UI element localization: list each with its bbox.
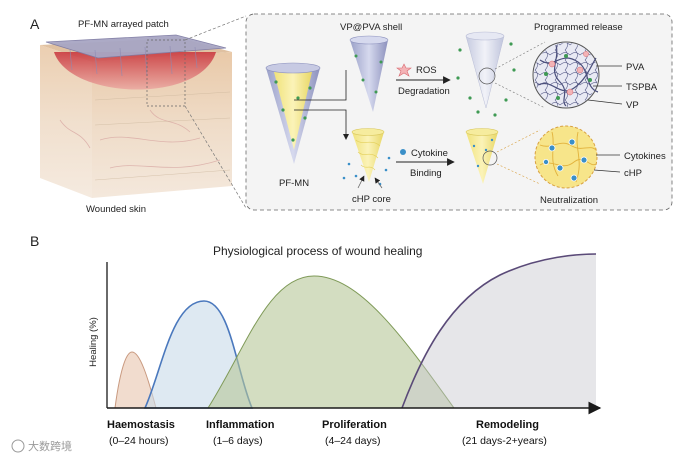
cytokine-icon bbox=[400, 149, 406, 155]
zoom-line-lower-a bbox=[496, 129, 541, 153]
panel-b-letter: B bbox=[30, 233, 39, 249]
detail-box bbox=[245, 13, 673, 211]
cytokine-label: Cytokine bbox=[411, 148, 448, 159]
cytokines-label: Cytokines bbox=[624, 151, 666, 162]
healing-axis-label: Healing (%) bbox=[88, 317, 99, 367]
zoom-guide-top bbox=[184, 15, 247, 41]
neutralization-label: Neutralization bbox=[540, 195, 598, 206]
programmed-release-label: Programmed release bbox=[534, 22, 623, 33]
shell-cone bbox=[349, 35, 389, 112]
panel-a-letter: A bbox=[30, 16, 40, 32]
stage-name-inflammation: Inflammation bbox=[206, 419, 275, 431]
released-cone bbox=[456, 31, 516, 117]
stage-name-haemostasis: Haemostasis bbox=[107, 419, 175, 431]
stage-time-proliferation: (4–24 days) bbox=[325, 435, 380, 447]
watermark-text: 大数跨境 bbox=[28, 439, 72, 453]
pfmn-cone bbox=[265, 62, 321, 164]
stage-time-inflammation: (1–6 days) bbox=[213, 435, 263, 447]
shell-label: VP@PVA shell bbox=[340, 22, 402, 33]
binding-label: Binding bbox=[410, 168, 442, 179]
wounded-skin-label: Wounded skin bbox=[86, 204, 146, 215]
remodeling-curve-line bbox=[401, 253, 597, 409]
proliferation-curve bbox=[207, 275, 455, 409]
stage-time-haemostasis: (0–24 hours) bbox=[109, 435, 169, 447]
pfmn-label: PF-MN bbox=[279, 178, 309, 189]
ros-icon bbox=[396, 63, 412, 77]
core-cone bbox=[342, 128, 391, 189]
stage-name-proliferation: Proliferation bbox=[322, 419, 387, 431]
degradation-label: Degradation bbox=[398, 86, 450, 97]
connector-to-shell bbox=[294, 70, 347, 101]
watermark: 大数跨境 bbox=[11, 439, 72, 453]
cytokine-zoom-circle bbox=[534, 125, 598, 189]
skin-block-illustration bbox=[40, 34, 232, 198]
stage-time-remodeling: (21 days-2+years) bbox=[462, 435, 547, 447]
neutralized-cone bbox=[465, 128, 499, 184]
stage-name-remodeling: Remodeling bbox=[476, 419, 539, 431]
vp-label: VP bbox=[626, 100, 639, 111]
chp-label: cHP bbox=[624, 168, 642, 179]
tspba-label: TSPBA bbox=[626, 82, 658, 93]
pva-label: PVA bbox=[626, 62, 645, 73]
remodeling-curve bbox=[402, 254, 596, 408]
connector-to-core bbox=[294, 109, 347, 134]
ros-label: ROS bbox=[416, 65, 437, 76]
zoom-line-upper-b bbox=[494, 82, 546, 109]
panel-b-title: Physiological process of wound healing bbox=[213, 244, 422, 258]
patch-label: PF-MN arrayed patch bbox=[78, 19, 169, 30]
zoom-line-upper-a bbox=[494, 41, 546, 70]
network-zoom-circle bbox=[532, 41, 600, 109]
chp-core-label: cHP core bbox=[352, 194, 391, 205]
